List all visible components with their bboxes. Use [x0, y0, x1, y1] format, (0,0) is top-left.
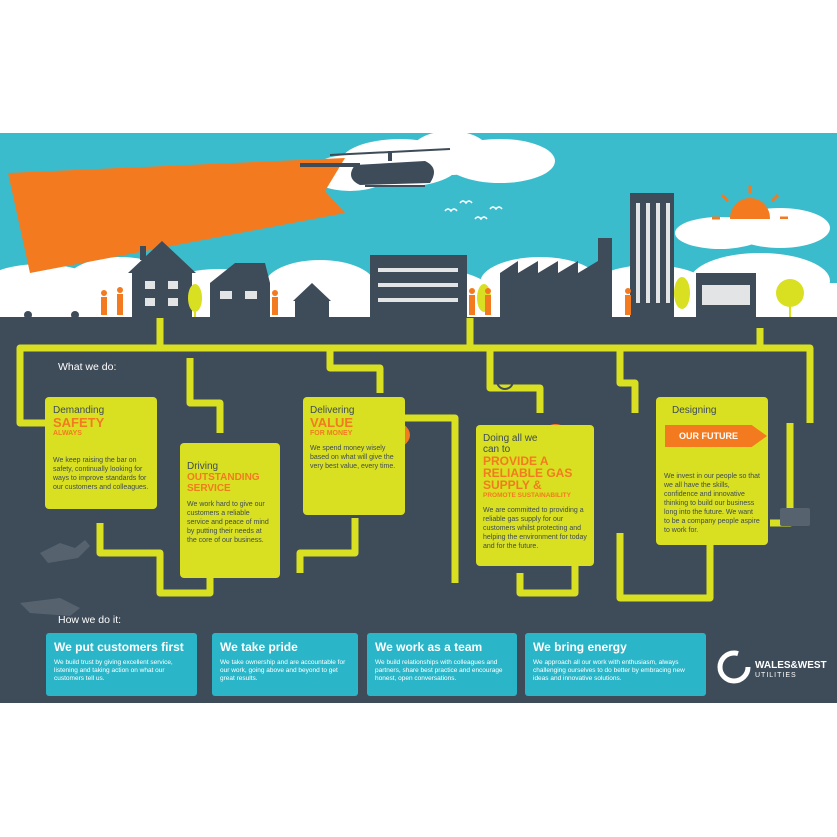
- how-card-team: We work as a team We build relationships…: [367, 633, 517, 696]
- card-pre: Delivering: [310, 405, 355, 416]
- card-value: Delivering VALUE FOR MONEY We spend mone…: [303, 397, 405, 515]
- ambition-banner: [8, 158, 345, 273]
- people-figures: [101, 287, 631, 315]
- card-mini: PROMOTE SUSTAINABILITY: [483, 492, 571, 499]
- card-accent: VALUE: [310, 415, 354, 430]
- card-mini: ALWAYS: [53, 430, 82, 437]
- how-body: We build trust by giving excellent servi…: [54, 659, 173, 682]
- company-logo-icon: [717, 650, 751, 684]
- card-body: We keep raising the bar on safety, conti…: [53, 457, 149, 491]
- how-body: We approach all our work with enthusiasm…: [533, 659, 685, 682]
- card-safety: Demanding SAFETY ALWAYS We keep raising …: [45, 397, 157, 509]
- fossil-decoration: [20, 540, 90, 616]
- card-pre: Designing: [672, 405, 717, 416]
- future-sign: OUR FUTURE: [665, 425, 767, 447]
- how-heading: We work as a team: [375, 640, 483, 654]
- van-icon: [15, 291, 88, 319]
- building-windows: [145, 203, 750, 306]
- card-body: We invest in our people so that we all h…: [664, 473, 760, 534]
- card-body: We work hard to give our customers a rel…: [187, 501, 269, 544]
- card-future: Designing We invest in our people so tha…: [656, 397, 768, 545]
- card-accent: OUTSTANDING SERVICE: [187, 472, 260, 494]
- card-service: Driving OUTSTANDING SERVICE We work hard…: [180, 443, 280, 578]
- card-pre: Driving: [187, 461, 219, 472]
- card-mini: FOR MONEY: [310, 430, 353, 437]
- how-heading: We put customers first: [54, 640, 184, 654]
- how-body: We build relationships with colleagues a…: [375, 659, 503, 682]
- card-accent: PROVIDE A RELIABLE GAS SUPPLY &: [483, 454, 573, 492]
- logo-subname: UTILITIES: [755, 672, 797, 679]
- pipe-network: [16, 318, 814, 602]
- card-body: We are committed to providing a reliable…: [483, 507, 587, 550]
- how-card-pride: We take pride We take ownership and are …: [212, 633, 358, 696]
- logo-name: WALES&WEST: [755, 660, 827, 671]
- valve-icon: [496, 372, 514, 390]
- how-we-do-it-label: How we do it:: [58, 614, 122, 626]
- how-card-customers: We put customers first We build trust by…: [46, 633, 197, 696]
- card-pre: Demanding: [53, 405, 105, 416]
- how-heading: We bring energy: [533, 640, 627, 654]
- birds: [444, 200, 503, 221]
- card-accent: SAFETY: [53, 415, 105, 430]
- chest-icon: [780, 508, 810, 526]
- helicopter-icon: [300, 148, 451, 187]
- how-card-energy: We bring energy We approach all our work…: [525, 633, 706, 696]
- card-reliable-supply: Doing all we can to PROVIDE A RELIABLE G…: [476, 425, 594, 566]
- how-body: We take ownership and are accountable fo…: [220, 659, 346, 682]
- what-we-do-label: What we do:: [58, 361, 117, 373]
- card-body: We spend money wisely based on what will…: [310, 445, 396, 470]
- how-heading: We take pride: [220, 640, 298, 654]
- card-pre: Doing all we can to: [483, 433, 538, 455]
- sun-icon: [712, 185, 790, 239]
- scene-illustration: [0, 133, 837, 616]
